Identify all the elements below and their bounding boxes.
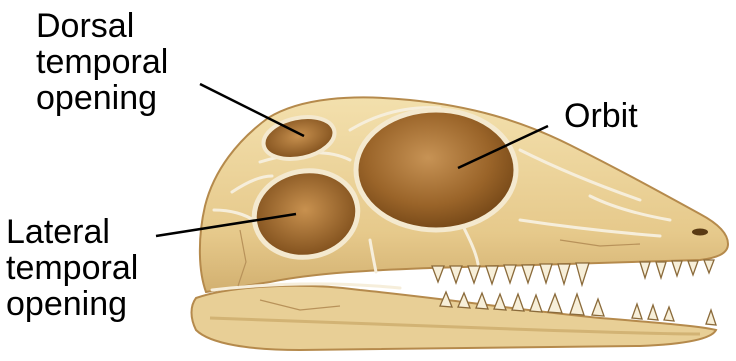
orbit-label: Orbit [564, 98, 638, 134]
dorsal-temporal-opening-label: Dorsal temporal opening [36, 8, 168, 116]
label-line: opening [36, 80, 168, 116]
label-line: temporal [36, 44, 168, 80]
label-line: Lateral [6, 214, 138, 250]
label-line: opening [6, 286, 138, 322]
nostril [692, 229, 708, 236]
label-line: temporal [6, 250, 138, 286]
orbit-opening [356, 110, 516, 230]
lateral-temporal-opening-label: Lateral temporal opening [6, 214, 138, 322]
label-line: Dorsal [36, 8, 168, 44]
